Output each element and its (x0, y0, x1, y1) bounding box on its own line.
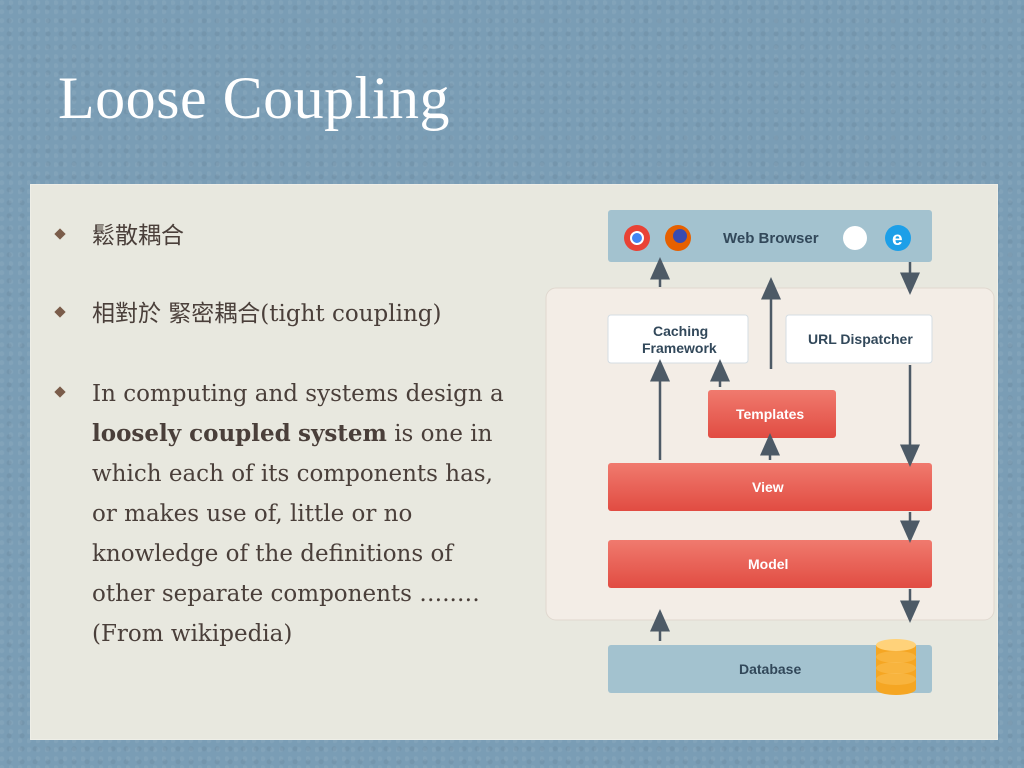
templates-box: Templates (708, 390, 836, 438)
model-box: Model (608, 540, 932, 588)
safari-icon (843, 226, 867, 250)
bullet-item-3: In computing and systems design a loosel… (54, 374, 522, 654)
bullet-text-3-post: is one in which each of its components h… (92, 421, 493, 607)
bullet-text-3-source: (From wikipedia) (92, 621, 293, 647)
svg-text:e: e (892, 229, 903, 250)
bullet-text-3-bold-1: loosely coupled (92, 420, 291, 447)
bullet-text-3-pre: In computing and systems design a (92, 381, 504, 407)
database-bar: Database (608, 639, 932, 695)
view-box: View (608, 463, 932, 511)
database-stack-icon (876, 639, 916, 695)
url-dispatcher-label: URL Dispatcher (808, 331, 913, 347)
view-label: View (752, 479, 784, 495)
web-browser-label: Web Browser (723, 230, 819, 247)
caching-label-line2: Framework (642, 340, 717, 356)
architecture-diagram: Web Browser e Caching Framework URL Disp… (545, 210, 995, 695)
slide-title: Loose Coupling (58, 65, 450, 131)
bullet-text-1: 鬆散耦合 (92, 223, 184, 249)
diamond-bullet-icon (54, 228, 66, 240)
caching-framework-box: Caching Framework (607, 314, 749, 364)
ie-icon (885, 225, 911, 251)
url-dispatcher-box: URL Dispatcher (785, 314, 933, 364)
templates-label: Templates (736, 406, 804, 422)
caching-label-line1: Caching (653, 323, 708, 339)
database-label: Database (739, 661, 801, 677)
diamond-bullet-icon (54, 306, 66, 318)
bullet-text-3-bold-2: system (298, 420, 387, 447)
diamond-bullet-icon (54, 386, 66, 398)
flow-arrows (650, 257, 920, 641)
bullet-item-1: 鬆散耦合 (54, 216, 184, 256)
model-label: Model (748, 556, 788, 572)
bullet-item-2: 相對於 緊密耦合(tight coupling) (54, 294, 442, 334)
web-browser-bar: Web Browser e (608, 210, 932, 262)
bullet-text-2: 相對於 緊密耦合(tight coupling) (92, 301, 442, 327)
